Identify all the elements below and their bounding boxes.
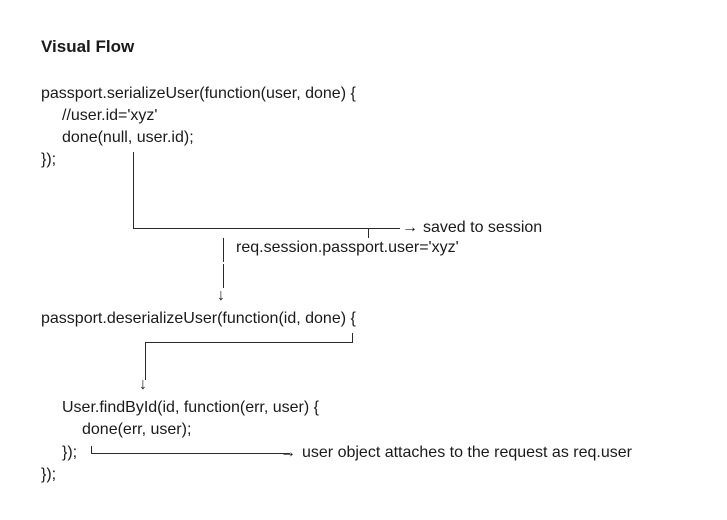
req-user-label: user object attaches to the request as r…	[302, 444, 632, 461]
deserialize-line-2: User.findById(id, function(err, user) {	[62, 399, 319, 416]
serialize-line-1: passport.serializeUser(function(user, do…	[41, 85, 356, 102]
deserialize-line-1: passport.deserializeUser(function(id, do…	[41, 310, 356, 327]
request-arrowhead: →	[280, 444, 296, 461]
serialize-line-4: });	[41, 151, 57, 168]
serialize-line-2: //user.id='xyz'	[62, 107, 158, 124]
saved-to-session-label: saved to session	[423, 219, 543, 236]
deserialize-line-3: done(err, user);	[82, 421, 192, 438]
page-title: Visual Flow	[41, 37, 135, 56]
down-arrow-icon: ↓	[217, 287, 225, 304]
find-to-request-connector	[91, 446, 290, 454]
saved-arrowhead: →	[402, 219, 418, 236]
serialize-to-session-connector	[133, 152, 400, 229]
down-arrow-icon-2: ↓	[139, 376, 147, 393]
serialize-line-3: done(null, user.id);	[62, 129, 194, 146]
deserialize-line-4: });	[62, 444, 78, 461]
deserialize-to-find-connector	[145, 333, 353, 380]
deserialize-line-5: });	[41, 466, 57, 483]
session-detail-label: req.session.passport.user='xyz'	[236, 239, 459, 256]
